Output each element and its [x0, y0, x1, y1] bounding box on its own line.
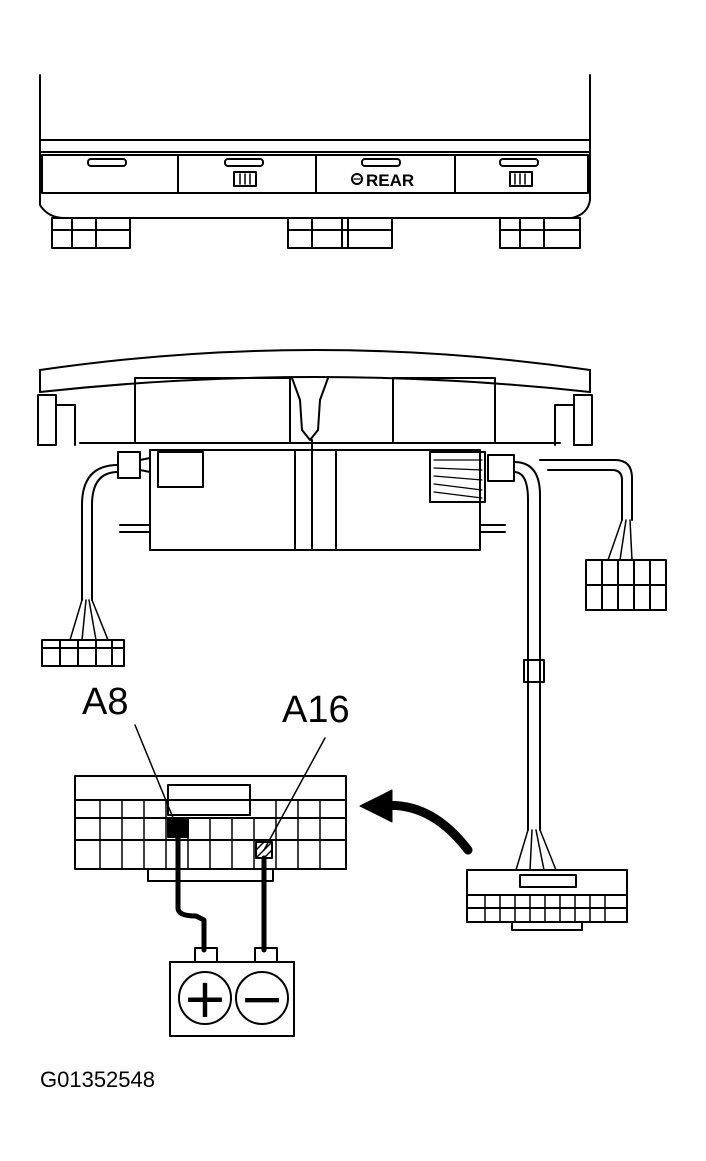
panel-button-rear: REAR — [351, 158, 414, 190]
test-leads — [175, 834, 267, 953]
callout-a8: A8 — [82, 681, 128, 723]
a16-leader — [263, 737, 326, 851]
left-harness — [69, 451, 204, 641]
panel-button-rear-heater — [499, 158, 539, 187]
negative-symbol: − — [239, 967, 284, 1030]
enlargement-arrow-icon — [359, 789, 473, 855]
panel-button-1 — [87, 158, 127, 167]
rear-window-heater-icon — [509, 171, 533, 187]
negative-terminal-icon — [235, 971, 289, 1025]
panel-clip-left — [51, 217, 131, 249]
panel-clip-center — [287, 217, 393, 249]
control-panel-rear-view — [37, 349, 667, 931]
positive-symbol: + — [182, 967, 227, 1030]
enlarged-connector — [74, 775, 347, 882]
harness-end-connector — [466, 869, 628, 931]
front-defrost-icon — [233, 171, 257, 187]
control-panel-front-view: REAR — [39, 74, 591, 249]
right-upper-connector — [585, 559, 667, 611]
left-connector — [41, 639, 125, 667]
panel-button-front-defrost — [224, 158, 264, 187]
panel-clip-right — [499, 217, 581, 249]
a8-leader — [134, 724, 177, 826]
rear-defrost-icon — [351, 173, 363, 185]
positive-terminal-icon — [178, 971, 232, 1025]
battery: + − — [169, 947, 295, 1037]
right-harness — [429, 451, 633, 871]
callout-a16: A16 — [282, 689, 350, 731]
rear-button-label: REAR — [366, 171, 414, 190]
figure-id: G01352548 — [40, 1067, 155, 1092]
terminal-a8 — [167, 818, 189, 838]
